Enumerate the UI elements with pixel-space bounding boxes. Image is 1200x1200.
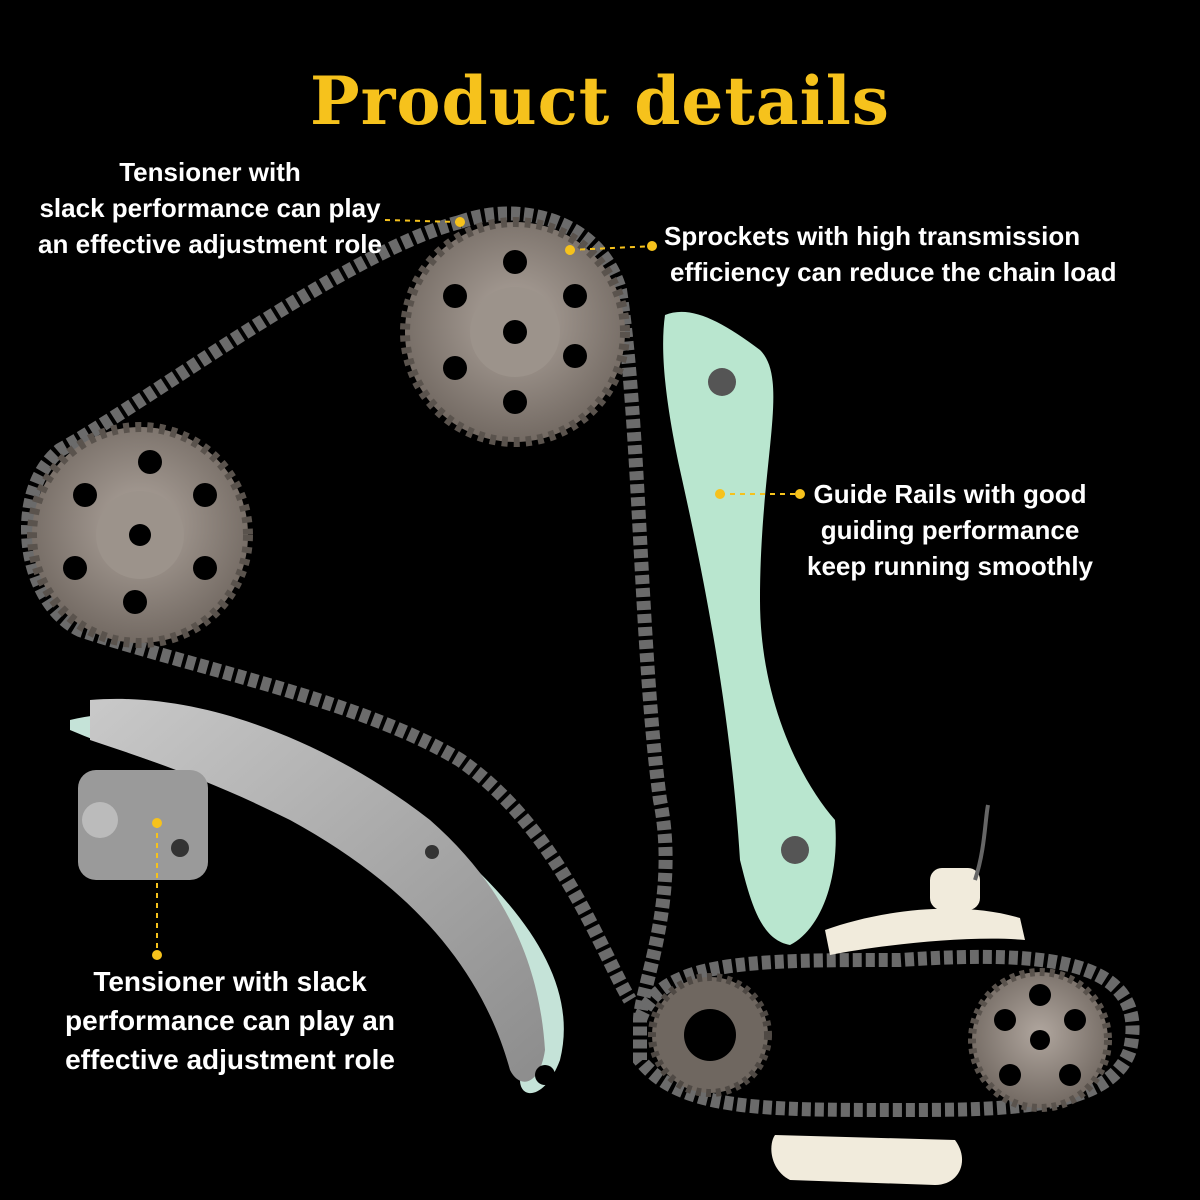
note-line: keep running smoothly	[806, 551, 1094, 581]
note-line: Guide Rails with good	[813, 479, 1087, 509]
note-tensioner-bottom: Tensioner with slack performance can pla…	[40, 962, 420, 1079]
note-line: performance can play an	[65, 1005, 395, 1036]
note-tensioner-top: Tensioner with slack performance can pla…	[20, 154, 400, 262]
camshaft-sprocket-left	[27, 422, 253, 648]
crankshaft-sprocket	[648, 973, 772, 1097]
note-line: slack performance can play	[39, 193, 381, 223]
note-line: Tensioner with slack	[93, 966, 367, 997]
camshaft-sprocket-top	[400, 217, 630, 447]
note-sprockets: Sprockets with high transmission efficie…	[664, 218, 1116, 290]
note-line: effective adjustment role	[65, 1044, 395, 1075]
balance-shaft-sprocket	[968, 968, 1112, 1112]
note-line: an effective adjustment role	[38, 229, 382, 259]
tensioner-arm	[70, 698, 564, 1094]
guide-rail	[663, 311, 836, 945]
spring	[973, 804, 990, 881]
note-guide-rails: Guide Rails with good guiding performanc…	[800, 476, 1100, 584]
note-line: guiding performance	[820, 515, 1080, 545]
callout-leaders	[152, 217, 805, 960]
chain-tensioner	[78, 770, 208, 880]
note-line: Tensioner with	[119, 157, 301, 187]
page-title: Product details	[310, 62, 890, 140]
note-line: Sprockets with high transmission	[664, 221, 1081, 251]
small-guides	[771, 868, 1025, 1185]
note-line: efficiency can reduce the chain load	[670, 257, 1117, 287]
